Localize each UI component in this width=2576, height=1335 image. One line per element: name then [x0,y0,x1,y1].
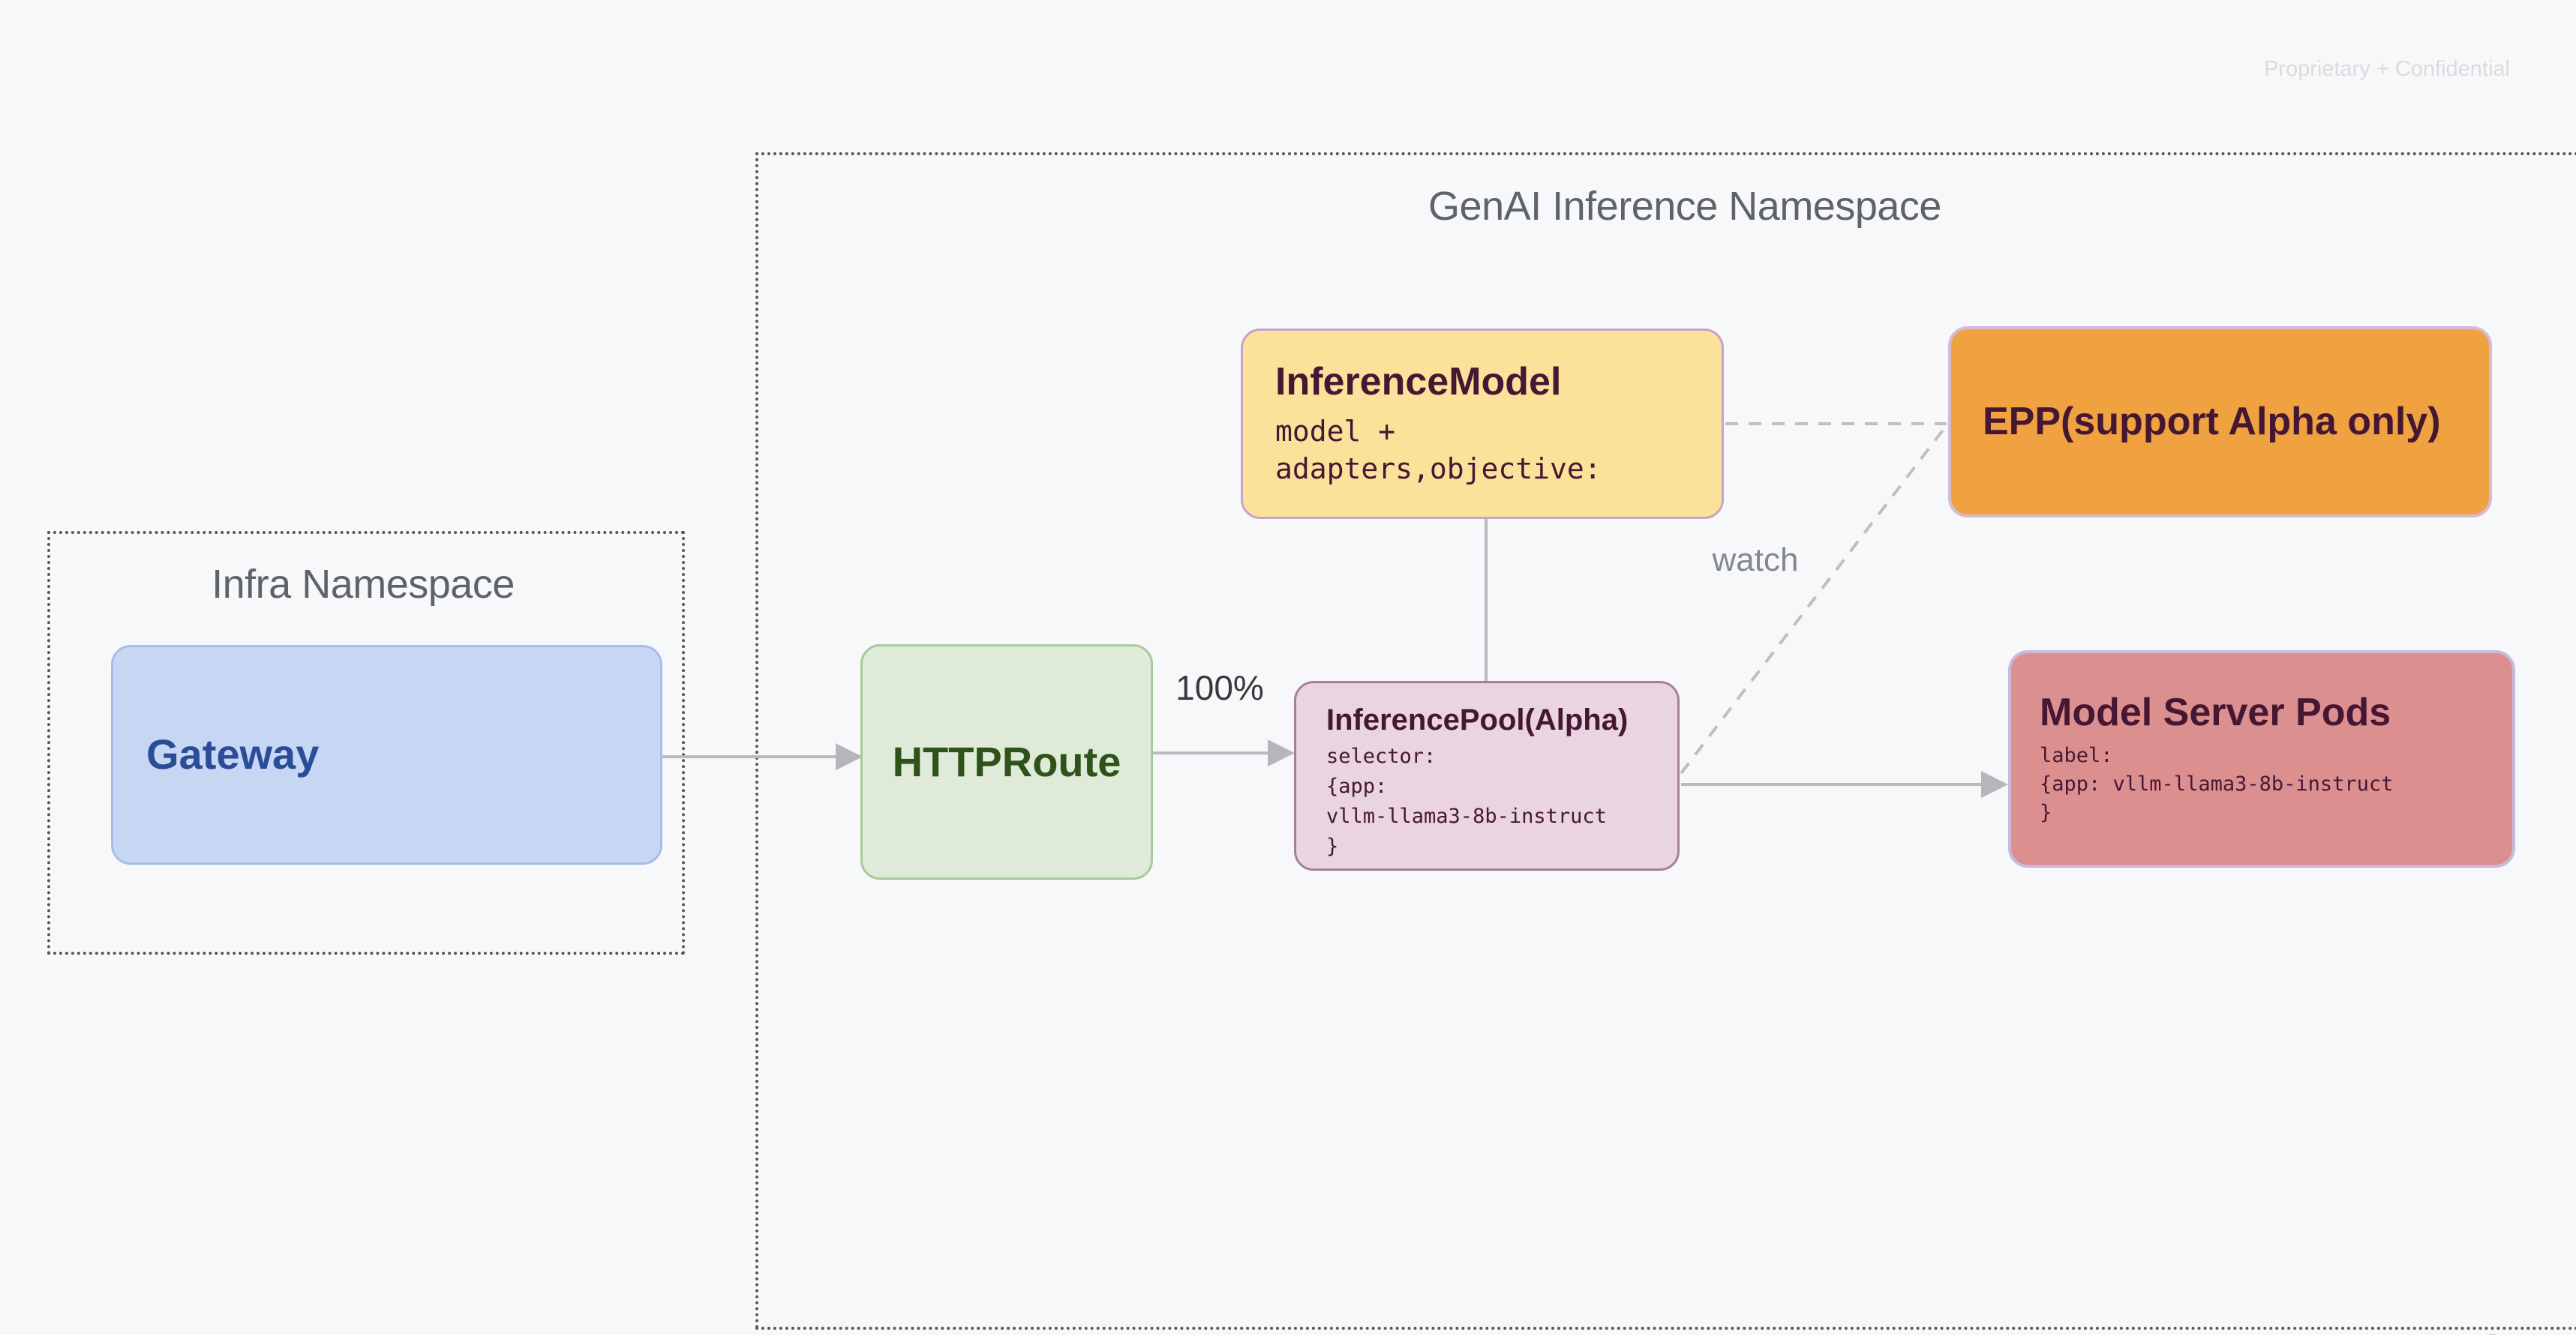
inference-model-title: InferenceModel [1275,360,1562,404]
edge-inferencepool-epp-watch-dashed [1680,424,1948,775]
genai-namespace-title: GenAI Inference Namespace [1428,184,1941,229]
inference-model-node[interactable]: InferenceModel model + adapters,objectiv… [1241,328,1724,519]
httproute-title: HTTPRoute [892,737,1121,785]
inference-pool-body: selector: {app: vllm-llama3-8b-instruct … [1326,745,1607,858]
google-wordmark: Google [2374,1326,2523,1335]
traffic-weight-label: 100% [1175,668,1264,707]
arrowhead-gateway-httproute [836,743,863,770]
watermark-text: Proprietary + Confidential [2263,57,2510,81]
infra-namespace-title: Infra Namespace [212,562,515,607]
model-server-pods-body: label: {app: vllm-llama3-8b-instruct } [2040,743,2394,824]
model-server-pods-node[interactable]: Model Server Pods label: {app: vllm-llam… [2008,650,2515,868]
httproute-node[interactable]: HTTPRoute [860,644,1153,880]
genai-namespace-box[interactable] [755,152,2576,1330]
gateway-node[interactable]: Gateway [111,645,662,865]
infra-namespace-box[interactable] [47,531,685,955]
epp-node[interactable]: EPP(support Alpha only) [1948,326,2492,518]
watch-label: watch [1712,542,1799,578]
gateway-title: Gateway [146,730,320,778]
model-server-pods-title: Model Server Pods [2040,691,2391,735]
inference-pool-title: InferencePool(Alpha) [1326,704,1629,736]
arrowhead-inferencepool-pods [1981,771,2008,798]
arrowhead-httproute-inferencepool [1268,740,1295,766]
inference-pool-node[interactable]: InferencePool(Alpha) selector: {app: vll… [1294,681,1680,871]
inference-model-body: model + adapters,objective: [1275,414,1602,485]
epp-title: EPP(support Alpha only) [1983,399,2441,443]
